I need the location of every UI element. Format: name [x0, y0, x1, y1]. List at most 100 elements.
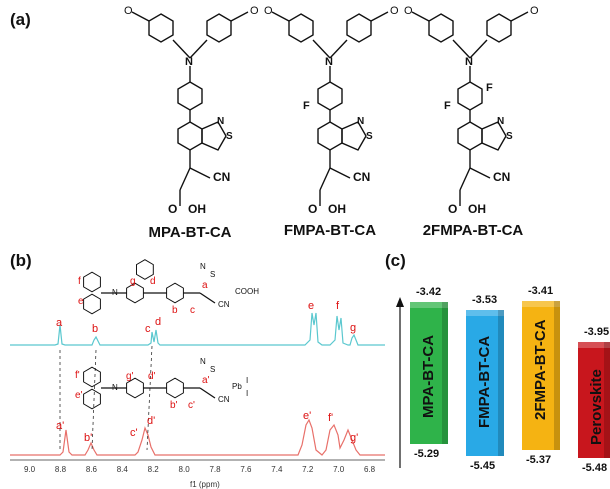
atom-n: N [357, 116, 365, 127]
atom-o: O [308, 202, 318, 216]
inset-label-e: e [78, 296, 84, 307]
atom-f: F [486, 82, 493, 94]
energy-bar-label: 2FMPA-BT-CA [532, 319, 549, 421]
atom-o: O [530, 5, 539, 17]
inset-atom-pb: Pb [232, 382, 242, 391]
atom-cn: CN [213, 170, 231, 184]
energy-bar-label: Perovskite [588, 369, 605, 446]
peak-label-c: c [145, 323, 151, 335]
structure-mpa-bt-ca [131, 11, 249, 206]
nmr-tick-label: 7.6 [240, 465, 252, 474]
molecule-name-fmpa: FMPA-BT-CA [283, 222, 377, 239]
energy-bar-label: FMPA-BT-CA [476, 335, 493, 429]
nmr-tick-label: 7.8 [209, 465, 221, 474]
inset-atom-i: I [246, 389, 249, 398]
molecule-name-2fmpa: 2FMPA-BT-CA [422, 222, 524, 239]
energy-bar-label: MPA-BT-CA [420, 334, 437, 418]
energy-bar [466, 309, 504, 457]
structure-2fmpa-bt-ca [411, 11, 529, 206]
peak-label-g: g [350, 322, 357, 334]
peak-label-e-prime: e' [303, 410, 312, 422]
atom-n: N [217, 116, 225, 127]
inset-label-c: c [190, 305, 195, 316]
panel-label-b: (b) [10, 251, 32, 270]
atom-o: O [404, 5, 413, 17]
inset-atom-cn: CN [218, 300, 230, 309]
atom-f: F [444, 100, 451, 112]
peak-label-b: b [92, 323, 99, 335]
energy-axis-arrow [396, 297, 404, 468]
homo-value: -5.45 [470, 460, 496, 473]
nmr-tick-label: 8.4 [116, 465, 128, 474]
inset-atom-n: N [112, 383, 118, 392]
inset-atom-n: N [200, 262, 206, 271]
homo-value: -5.48 [582, 462, 608, 475]
inset-label-c-prime: c' [188, 400, 195, 411]
atom-oh: OH [468, 202, 486, 216]
inset-atom-i: I [246, 376, 249, 385]
atom-o: O [264, 5, 273, 17]
peak-label-d: d [155, 316, 162, 328]
atom-s: S [366, 131, 373, 142]
peak-label-b-prime: b' [84, 432, 93, 444]
inset-atom-cooh: COOH [235, 287, 259, 296]
nmr-dashed-guides [59, 345, 153, 451]
peak-label-g-prime: g' [350, 432, 359, 444]
peak-label-f: f [336, 300, 340, 312]
peak-label-e: e [308, 300, 315, 312]
peak-label-c-prime: c' [130, 427, 138, 439]
inset-atom-n: N [200, 357, 206, 366]
inset-label-e-prime: e' [75, 390, 83, 401]
inset-label-g-prime: g' [126, 371, 134, 382]
atom-n: N [325, 56, 333, 68]
lumo-value: -3.95 [584, 325, 610, 338]
inset-label-b: b [172, 305, 178, 316]
inset-label-d: d [150, 276, 156, 287]
nmr-inset-structure-bottom [83, 366, 216, 410]
atom-oh: OH [328, 202, 346, 216]
inset-atom-cn: CN [218, 395, 230, 404]
atom-n: N [497, 116, 505, 127]
homo-value: -5.37 [526, 454, 552, 467]
molecule-name-mpa: MPA-BT-CA [148, 224, 232, 241]
nmr-tick-label: 8.8 [54, 465, 67, 474]
peak-label-f-prime: f' [328, 412, 334, 424]
inset-atom-n: N [112, 288, 118, 297]
nmr-tick-label: 9.0 [24, 465, 36, 474]
nmr-bottom-spectrum [10, 418, 385, 456]
nmr-tick-label: 7.2 [302, 465, 314, 474]
atom-o: O [448, 202, 458, 216]
peak-label-a: a [56, 317, 63, 329]
lumo-value: -3.53 [472, 293, 498, 306]
nmr-tick-label: 8.0 [178, 465, 190, 474]
nmr-inset-structure-top [83, 259, 216, 315]
inset-label-f-prime: f' [75, 370, 80, 381]
atom-s: S [506, 131, 513, 142]
nmr-tick-label: 6.8 [364, 465, 376, 474]
inset-label-a: a [202, 280, 208, 291]
atom-o: O [124, 5, 133, 17]
atom-o: O [390, 5, 399, 17]
lumo-value: -3.42 [416, 285, 442, 298]
atom-n: N [185, 56, 193, 68]
atom-n: N [465, 56, 473, 68]
structure-fmpa-bt-ca [271, 11, 389, 206]
peak-label-d-prime: d' [147, 415, 156, 427]
energy-bar [410, 301, 448, 444]
lumo-value: -3.41 [528, 284, 554, 297]
inset-label-b-prime: b' [170, 400, 178, 411]
inset-label-g: g [130, 276, 136, 287]
homo-value: -5.29 [414, 448, 440, 460]
nmr-tick-label: 8.2 [147, 465, 159, 474]
inset-atom-s: S [210, 270, 216, 279]
atom-s: S [226, 131, 233, 142]
inset-label-a-prime: a' [202, 375, 210, 386]
nmr-top-spectrum [10, 312, 385, 346]
atom-o: O [168, 202, 178, 216]
nmr-axis-label: f1 (ppm) [190, 480, 220, 489]
atom-oh: OH [188, 202, 206, 216]
energy-bar [522, 300, 560, 451]
nmr-tick-label: 7.4 [271, 465, 283, 474]
atom-cn: CN [353, 170, 371, 184]
